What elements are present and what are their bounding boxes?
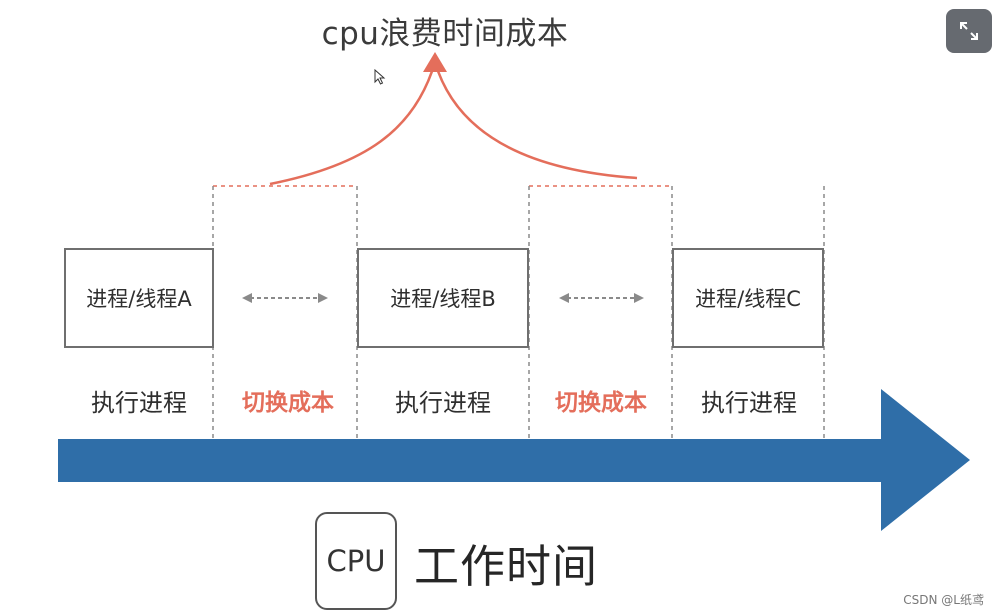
- waste-arrow-right: [433, 61, 638, 180]
- cpu-box: CPU: [315, 512, 397, 610]
- timeline-arrow: [58, 389, 970, 531]
- switch-region-2: [528, 185, 673, 438]
- switch-double-arrow-1: [242, 293, 328, 303]
- waste-arrow-head: [423, 52, 447, 72]
- expand-icon: [960, 22, 978, 40]
- expand-button[interactable]: [946, 9, 992, 53]
- process-box-b: 进程/线程B: [357, 248, 529, 348]
- phase-label-execute: 执行进程: [395, 389, 491, 417]
- phase-label-switch: 切换成本: [242, 390, 334, 416]
- mouse-cursor-icon: [374, 69, 386, 85]
- phase-label-execute: 执行进程: [701, 389, 797, 417]
- process-box-c: 进程/线程C: [672, 248, 824, 348]
- phase-label-execute: 执行进程: [91, 389, 187, 417]
- work-time-label: 工作时间: [414, 540, 599, 593]
- watermark-text: CSDN @L纸鸢: [903, 593, 984, 607]
- phase-label-switch: 切换成本: [555, 390, 647, 416]
- diagram-title: cpu浪费时间成本: [321, 16, 569, 52]
- switch-double-arrow-2: [559, 293, 644, 303]
- waste-arrow-left: [269, 61, 437, 186]
- process-box-a: 进程/线程A: [64, 248, 214, 348]
- switch-region-1: [212, 185, 358, 438]
